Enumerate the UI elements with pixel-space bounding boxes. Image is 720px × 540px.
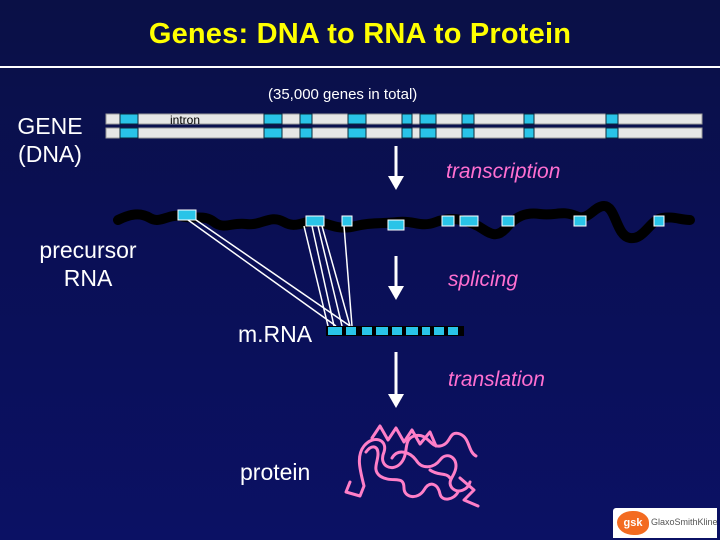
dna-strand [105, 113, 703, 139]
flow-arrows [388, 146, 404, 408]
dna-exon [605, 113, 619, 125]
gene-label-line1: GENE [17, 113, 83, 139]
precursor-exon [177, 209, 197, 221]
gsk-logo: gsk GlaxoSmithKline [613, 508, 718, 538]
splicing-label: splicing [448, 268, 519, 291]
transcription-arrow [388, 146, 404, 190]
precursor-exon [501, 215, 515, 227]
mrna-exon [406, 327, 418, 335]
precursor-label-line1: precursor [39, 237, 137, 263]
precursor-exon [573, 215, 587, 227]
splicing-arrow [388, 256, 404, 300]
dna-exon [605, 127, 619, 139]
precursor-exon [387, 219, 405, 231]
mrna-exon [328, 327, 342, 335]
precursor-exon [341, 215, 353, 227]
dna-exon [401, 127, 413, 139]
transcription-label: transcription [446, 160, 561, 183]
dna-exon [347, 113, 367, 125]
precursor-rna-label: precursor RNA [18, 236, 158, 292]
dna-exon [419, 127, 437, 139]
dna-exon [401, 113, 413, 125]
mrna-label: m.RNA [238, 321, 313, 347]
precursor-exon [459, 215, 479, 227]
precursor-rna-strand [113, 201, 695, 244]
precursor-exon [653, 215, 665, 227]
protein-label: protein [240, 459, 311, 485]
dna-exon [461, 113, 475, 125]
mrna-exon [346, 327, 356, 335]
slide-title: Genes: DNA to RNA to Protein [148, 18, 572, 50]
dna-exon [419, 113, 437, 125]
subtitle: (35,000 genes in total) [268, 86, 418, 103]
translation-label: translation [448, 368, 545, 391]
folded-protein [344, 424, 480, 508]
mrna-exon [362, 327, 372, 335]
mrna-exon [376, 327, 388, 335]
dna-exon [299, 113, 313, 125]
mrna-exon [392, 327, 402, 335]
gsk-logo-text: GlaxoSmithKline [651, 517, 718, 527]
precursor-exon [441, 215, 455, 227]
dna-exon [119, 113, 139, 125]
dna-exon [263, 113, 283, 125]
dna-exon [523, 127, 535, 139]
dna-exon [263, 127, 283, 139]
precursor-label-line2: RNA [63, 265, 113, 291]
translation-arrow [388, 352, 404, 408]
title-divider [0, 66, 720, 68]
mrna-strand [326, 326, 464, 336]
precursor-exon [305, 215, 325, 227]
mrna-exon [448, 327, 458, 335]
intron-label: intron [170, 113, 201, 127]
dna-exon [523, 113, 535, 125]
mrna-exon [422, 327, 430, 335]
gsk-logo-mark: gsk [617, 511, 649, 535]
gene-label: GENE (DNA) [2, 112, 98, 168]
dna-exon [119, 127, 139, 139]
mrna-exon [434, 327, 444, 335]
dna-exon [299, 127, 313, 139]
gene-label-line2: (DNA) [18, 141, 82, 167]
dna-exon [461, 127, 475, 139]
dna-exon [347, 127, 367, 139]
splicing-lines [187, 219, 353, 327]
